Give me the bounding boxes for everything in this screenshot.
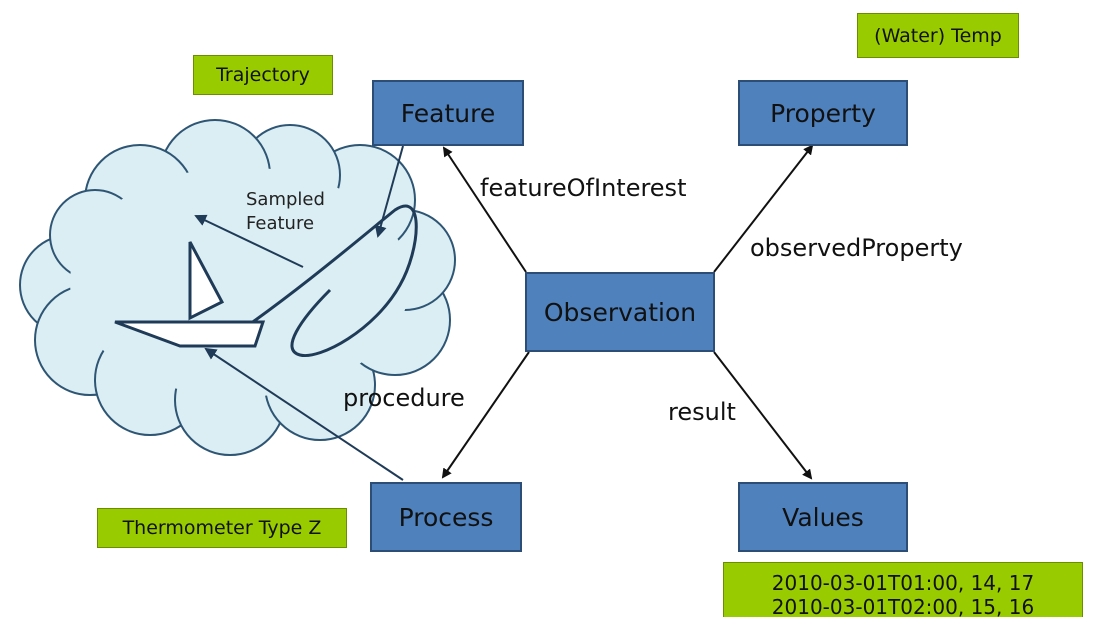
- sampled-feature-label: Sampled Feature: [246, 188, 325, 236]
- values-data-row: 2010-03-01T02:00, 15, 16: [771, 595, 1035, 617]
- values-data-row: 2010-03-01T01:00, 14, 17: [771, 571, 1035, 595]
- values-node: Values: [738, 482, 908, 552]
- feature-node: Feature: [372, 80, 524, 146]
- cloud-shape: [19, 119, 456, 456]
- observation-node: Observation: [525, 272, 715, 352]
- sampled-feature-label-line1: Sampled: [246, 189, 325, 210]
- thermometer-tag: Thermometer Type Z: [97, 508, 347, 548]
- result-label: result: [668, 398, 736, 426]
- sampled-feature-label-line2: Feature: [246, 213, 315, 234]
- feature-to-trajectory-arrow: [374, 145, 404, 238]
- boat-icon: [114, 241, 266, 348]
- values-data-box: 2010-03-01T01:00, 14, 17 2010-03-01T02:0…: [723, 562, 1083, 617]
- arrow-result: [713, 351, 813, 480]
- procedure-label: procedure: [343, 384, 465, 412]
- water-temp-tag: (Water) Temp: [857, 13, 1019, 58]
- arrow-feature-of-interest: [442, 146, 527, 273]
- feature-of-interest-label: featureOfInterest: [480, 174, 687, 202]
- sampled-feature-arrow: [194, 214, 304, 268]
- trajectory-loop: [229, 204, 418, 358]
- arrow-observed-property: [713, 144, 814, 273]
- property-node: Property: [738, 80, 908, 146]
- observed-property-label: observedProperty: [750, 234, 963, 262]
- process-node: Process: [370, 482, 522, 552]
- trajectory-tag: Trajectory: [193, 55, 333, 95]
- arrow-procedure: [441, 351, 530, 479]
- process-to-boat-arrow: [204, 347, 404, 481]
